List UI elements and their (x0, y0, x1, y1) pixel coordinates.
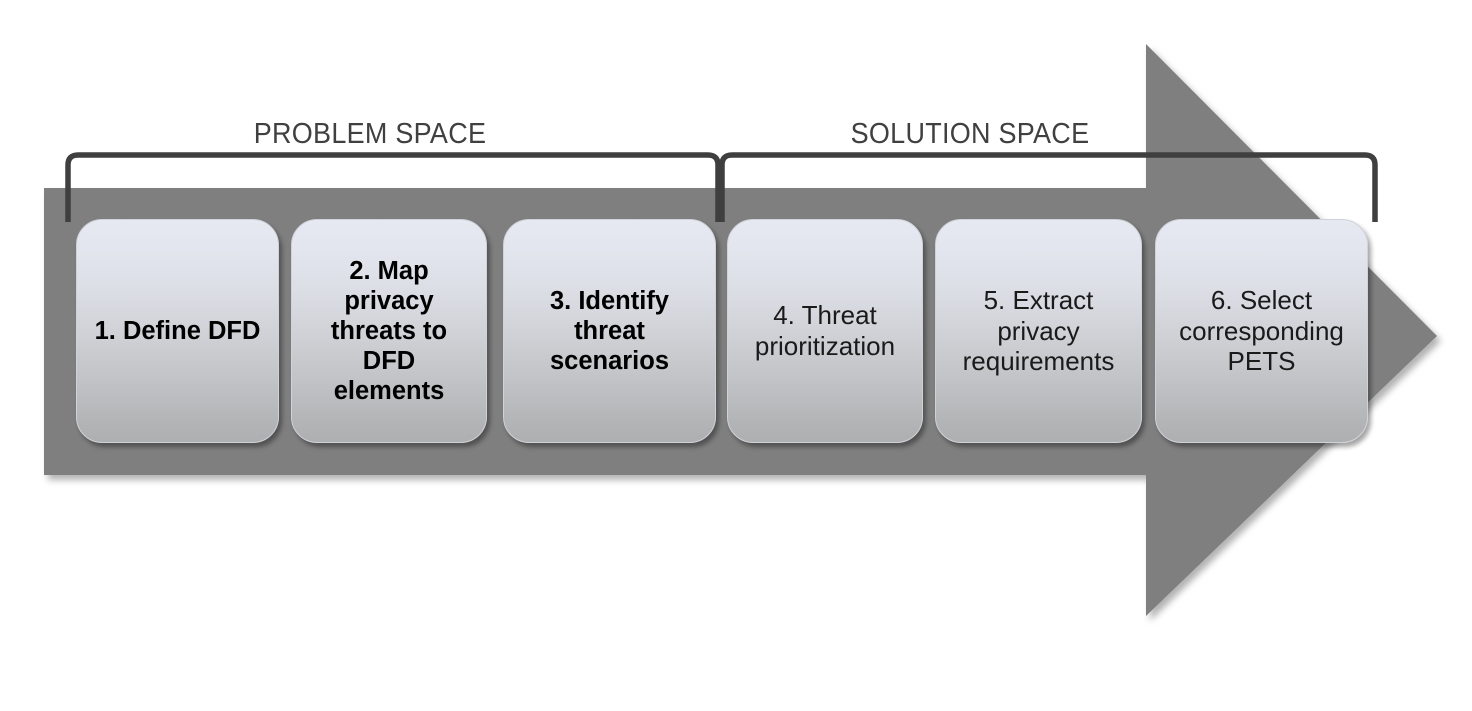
step-label-4: 4. Threat prioritization (754, 300, 896, 361)
step-label-5: 5. Extract privacy requirements (962, 284, 1115, 377)
step-box-3[interactable]: 3. Identify threat scenarios (503, 219, 716, 443)
solution-space-bracket (719, 152, 1378, 222)
step-box-5[interactable]: 5. Extract privacy requirements (935, 219, 1142, 443)
problem-space-label: PROBLEM SPACE (253, 118, 487, 150)
solution-space-label: SOLUTION SPACE (850, 118, 1090, 150)
problem-space-bracket (65, 152, 721, 222)
step-label-6: 6. Select corresponding PETS (1179, 284, 1344, 377)
step-label-1: 1. Define DFD (94, 316, 261, 345)
step-box-1[interactable]: 1. Define DFD (76, 219, 279, 443)
step-box-6[interactable]: 6. Select corresponding PETS (1155, 219, 1368, 443)
step-label-2: 2. Map privacy threats to DFD elements (330, 256, 448, 406)
step-label-3: 3. Identify threat scenarios (549, 286, 670, 376)
step-box-2[interactable]: 2. Map privacy threats to DFD elements (291, 219, 487, 443)
step-box-4[interactable]: 4. Threat prioritization (727, 219, 923, 443)
